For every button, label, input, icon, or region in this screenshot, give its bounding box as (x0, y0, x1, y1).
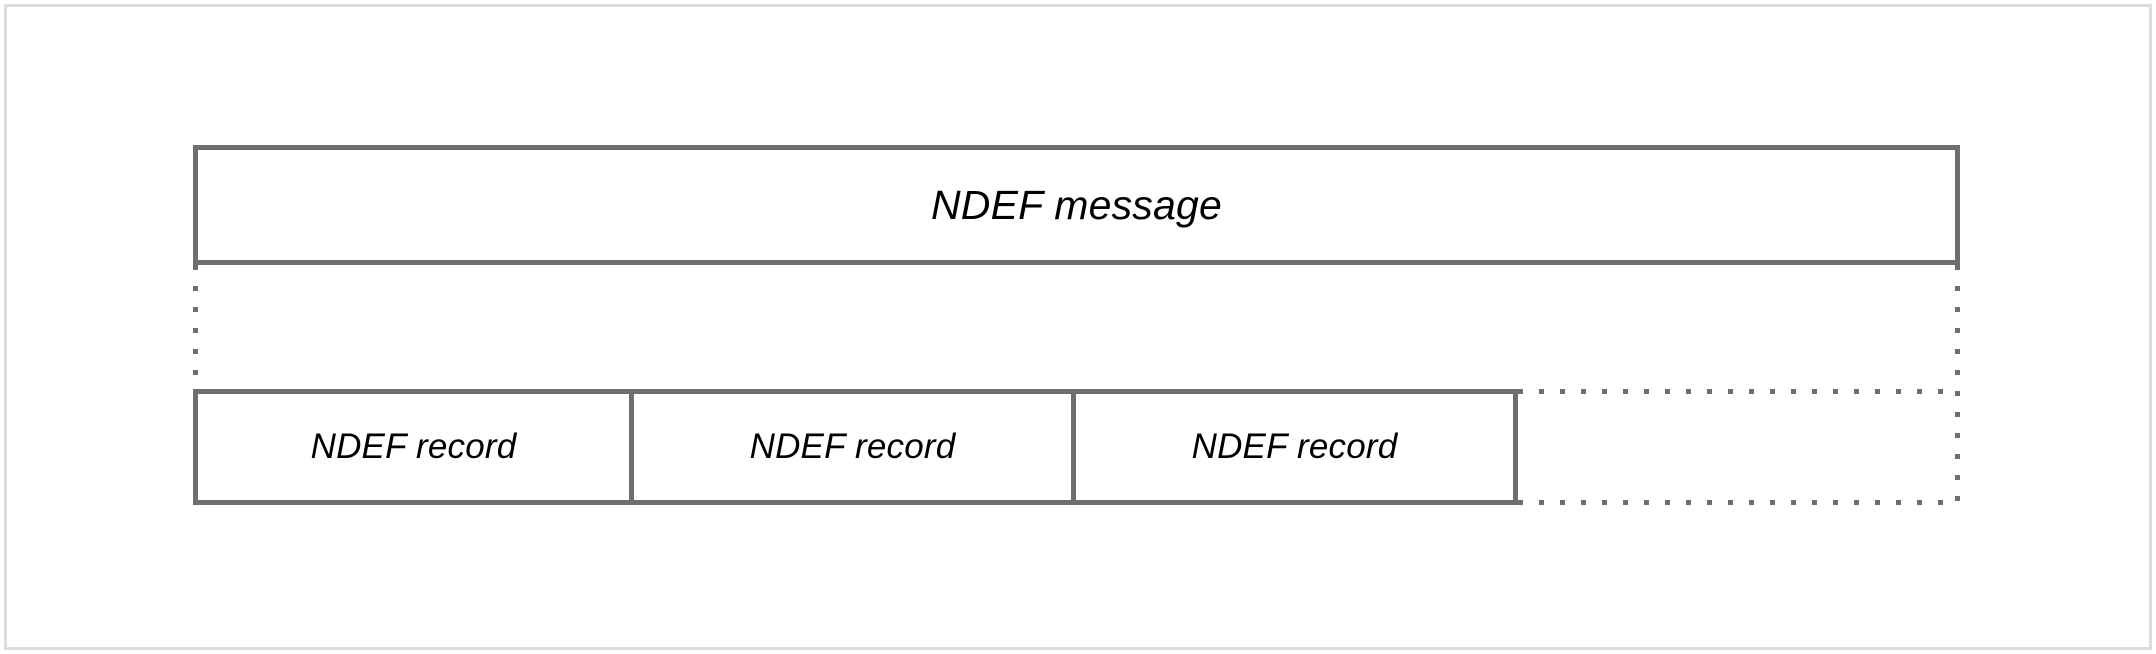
ndef-record-label-2: NDEF record (749, 427, 956, 466)
ndef-record-box-3: NDEF record (1071, 389, 1518, 505)
ndef-record-row: NDEF record NDEF record NDEF record (193, 389, 1518, 505)
ndef-message-box: NDEF message (193, 145, 1960, 265)
ndef-record-label-3: NDEF record (1191, 427, 1398, 466)
ndef-message-label: NDEF message (930, 181, 1223, 228)
ndef-record-box-1: NDEF record (193, 389, 634, 505)
dotted-continuation-bottom (1518, 500, 1958, 505)
ndef-record-box-2: NDEF record (629, 389, 1076, 505)
dotted-connector-right (1955, 265, 1960, 508)
dotted-connector-left (193, 265, 198, 391)
ndef-record-label-1: NDEF record (310, 427, 517, 466)
dotted-continuation-top (1518, 389, 1958, 394)
